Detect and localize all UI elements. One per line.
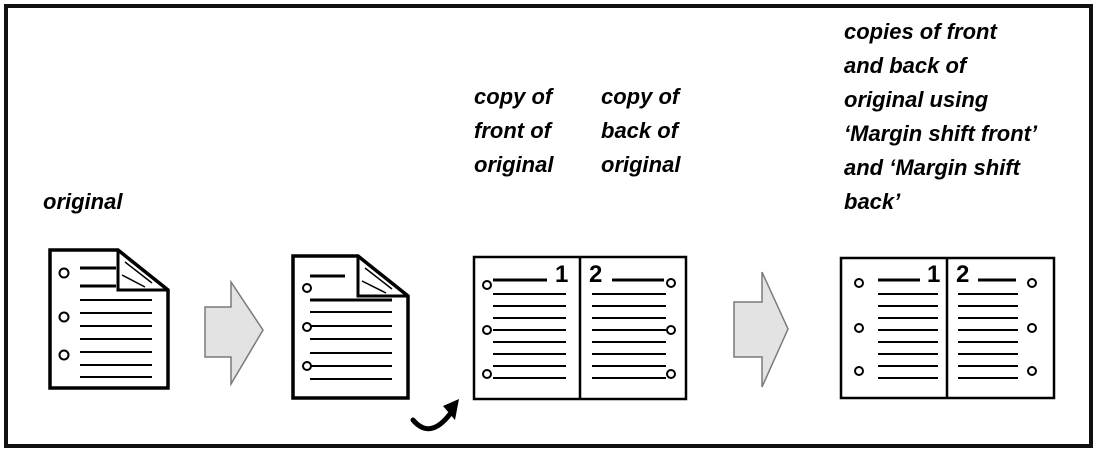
copy-page-number-front: 1 <box>555 261 568 288</box>
label-copy-front: copy of front of original <box>474 84 554 177</box>
label-margin-shift-copies: copies of front and back of original usi… <box>844 19 1038 214</box>
process-arrow-1-icon <box>204 279 264 387</box>
flip-arrow-icon <box>410 399 459 432</box>
shift-page-number-back: 2 <box>956 261 969 288</box>
margin-shift-spread-icon <box>839 256 1056 400</box>
diagram-frame <box>4 4 1093 448</box>
label-original: original <box>43 189 123 214</box>
process-arrow-2-icon <box>733 271 789 388</box>
original-back-document-icon <box>291 254 410 400</box>
copy-page-number-back: 2 <box>589 261 602 288</box>
original-document-icon <box>48 248 170 390</box>
shift-page-number-front: 1 <box>927 261 940 288</box>
label-copy-back: copy of back of original <box>601 84 681 177</box>
copies-spread-icon <box>472 255 688 401</box>
